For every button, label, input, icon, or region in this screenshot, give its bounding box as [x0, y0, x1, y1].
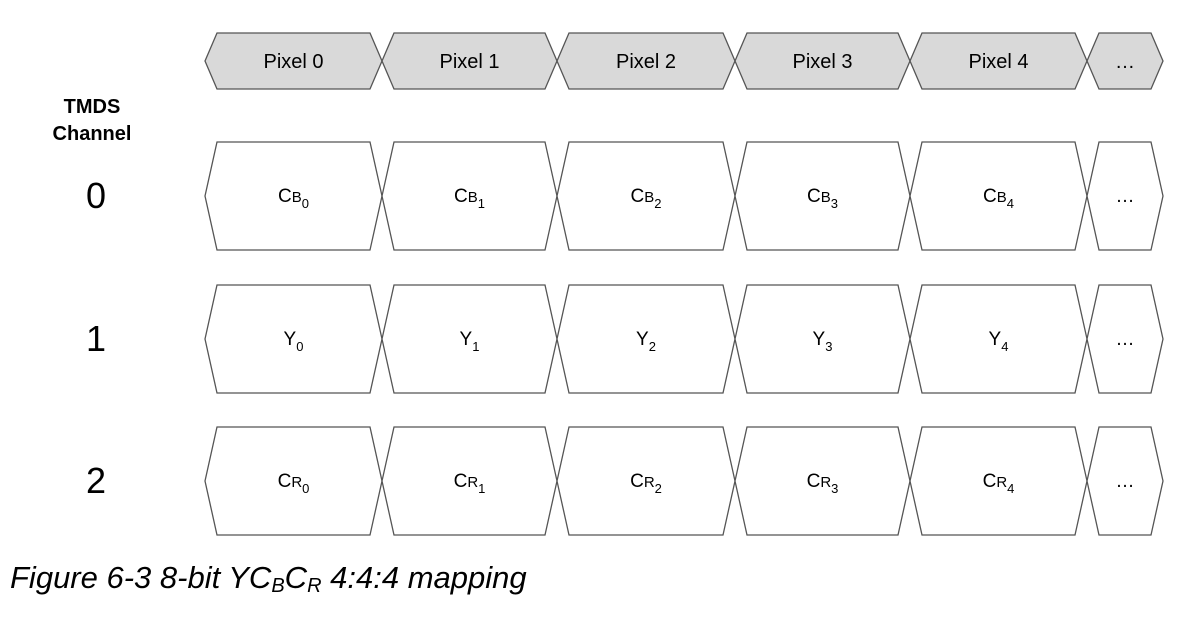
pixel-label-5: … [1115, 51, 1135, 73]
pixel-label-1: Pixel 1 [439, 51, 499, 73]
channel-1-label-3: Y3 [813, 329, 833, 354]
channel-1-label-0: Y0 [284, 329, 304, 354]
channel-2-label-1: CR1 [454, 471, 486, 496]
channel-2-cell-5 [1086, 426, 1164, 536]
pixel-cell-5 [1086, 32, 1164, 90]
channel-1-label-2: Y2 [636, 329, 656, 354]
channel-number-2: 2 [86, 460, 106, 501]
pixel-label-3: Pixel 3 [792, 51, 852, 73]
channel-0-cell-5 [1086, 141, 1164, 251]
channel-0-label-0: CB0 [278, 186, 309, 211]
channel-0-label-3: CB3 [807, 186, 838, 211]
caption-suffix: 4:4:4 mapping [321, 560, 527, 595]
caption-sub-r: R [307, 575, 322, 597]
caption-prefix: Figure 6-3 8-bit YC [10, 560, 272, 595]
channel-2-label-4: CR4 [983, 471, 1015, 496]
pixel-label-0: Pixel 0 [263, 51, 323, 73]
channel-2-label-3: CR3 [807, 471, 839, 496]
axis-title-line1: TMDS [64, 96, 121, 118]
channel-0-label-2: CB2 [631, 186, 662, 211]
channel-1-more: … [1116, 329, 1135, 350]
pixel-label-4: Pixel 4 [968, 51, 1028, 73]
channel-0-more: … [1116, 186, 1135, 207]
channel-2-label-0: CR0 [278, 471, 310, 496]
channel-1-label-4: Y4 [989, 329, 1009, 354]
caption-sub-b: B [271, 575, 285, 597]
axis-title-line2: Channel [53, 123, 132, 145]
pixel-row: Pixel 0 Pixel 1 Pixel 2 Pixel 3 Pixel 4 … [204, 32, 1164, 90]
channel-2-more: … [1116, 471, 1135, 492]
channel-1-cell-5 [1086, 284, 1164, 394]
channel-1-label-1: Y1 [460, 329, 480, 354]
channel-number-1: 1 [86, 318, 106, 359]
pixel-label-2: Pixel 2 [616, 51, 676, 73]
channel-number-0: 0 [86, 175, 106, 216]
figure-caption: Figure 6-3 8-bit YCBCR 4:4:4 mapping [10, 560, 527, 598]
channel-2-label-2: CR2 [630, 471, 662, 496]
caption-mid: C [284, 560, 308, 595]
channel-rows: 0 CB0 CB1 CB2 CB3 CB4 … 1 Y0 Y1 Y2 Y3 Y4 … 2 CR0 CR1 CR2 C… [86, 141, 1164, 536]
channel-0-label-1: CB1 [454, 186, 485, 211]
channel-0-label-4: CB4 [983, 186, 1014, 211]
